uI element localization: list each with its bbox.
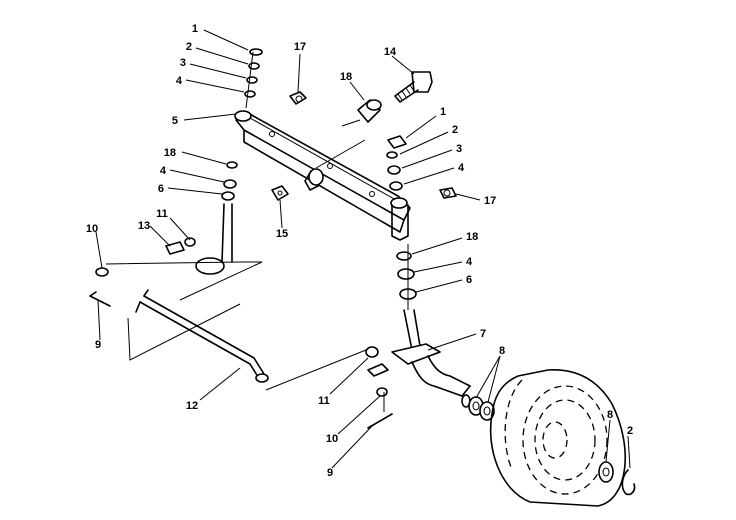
right-tie-rod-hardware — [365, 346, 393, 429]
grease-fitting-right — [439, 187, 457, 199]
callout-10-right: 10 — [326, 433, 338, 445]
callout-3-right: 3 — [456, 143, 462, 155]
callout-4-left: 4 — [160, 165, 167, 177]
callout-17-top: 17 — [294, 41, 306, 53]
callout-1-right: 1 — [440, 106, 446, 118]
pivot-nut — [271, 185, 289, 201]
callout-11-right: 11 — [318, 395, 330, 407]
callout-11-left: 11 — [156, 208, 168, 220]
left-spindle-hardware — [195, 48, 263, 275]
callout-8-outer: 8 — [607, 409, 613, 421]
callout-3-top-left: 3 — [180, 57, 186, 69]
callout-14-bolt: 14 — [384, 46, 397, 58]
callout-4-right: 4 — [458, 162, 465, 174]
right-spindle-hardware — [386, 135, 407, 191]
callout-8-washers: 8 — [499, 345, 505, 357]
callout-9-left: 9 — [95, 339, 101, 351]
callout-9-right: 9 — [327, 467, 333, 479]
callout-10-left: 10 — [86, 223, 98, 235]
right-spindle — [391, 309, 471, 408]
callout-16-bushing: 18 — [340, 71, 352, 83]
callout-7-spindle: 7 — [480, 328, 486, 340]
retaining-clip — [621, 469, 636, 496]
callout-leaders — [95, 29, 631, 469]
right-lower-washers — [396, 244, 417, 310]
assembly-lines — [105, 261, 385, 412]
callout-2-right: 2 — [452, 124, 458, 136]
axle-washers — [468, 396, 495, 421]
outer-washer — [598, 461, 614, 483]
callout-6-right: 6 — [466, 274, 472, 286]
callout-15-nut: 15 — [276, 228, 288, 240]
axle-beam — [234, 110, 411, 241]
pivot-bushing — [341, 99, 382, 127]
tie-rod — [135, 289, 269, 383]
callout-18-left: 18 — [164, 147, 176, 159]
callout-6-left: 6 — [158, 183, 164, 195]
callout-2-clip: 2 — [627, 425, 633, 437]
callout-12-tie-rod: 12 — [186, 400, 198, 412]
callout-4-lower-right: 4 — [466, 256, 473, 268]
grease-fitting-left — [289, 91, 307, 105]
callout-17-right: 17 — [484, 195, 496, 207]
callout-2-top-left: 2 — [186, 41, 192, 53]
pivot-bolt — [394, 71, 433, 103]
callout-labels: 1 2 3 4 5 17 14 18 1 2 3 4 17 18 4 6 15 … — [86, 23, 633, 479]
callout-18-right: 18 — [466, 231, 478, 243]
callout-1-top-left: 1 — [192, 23, 198, 35]
callout-5-axle: 5 — [172, 115, 178, 127]
callout-4-top-left: 4 — [176, 75, 183, 87]
callout-13: 13 — [138, 220, 150, 232]
parts-drawing — [89, 48, 636, 507]
left-tie-rod-hardware — [89, 237, 196, 307]
front-wheel — [489, 369, 627, 507]
